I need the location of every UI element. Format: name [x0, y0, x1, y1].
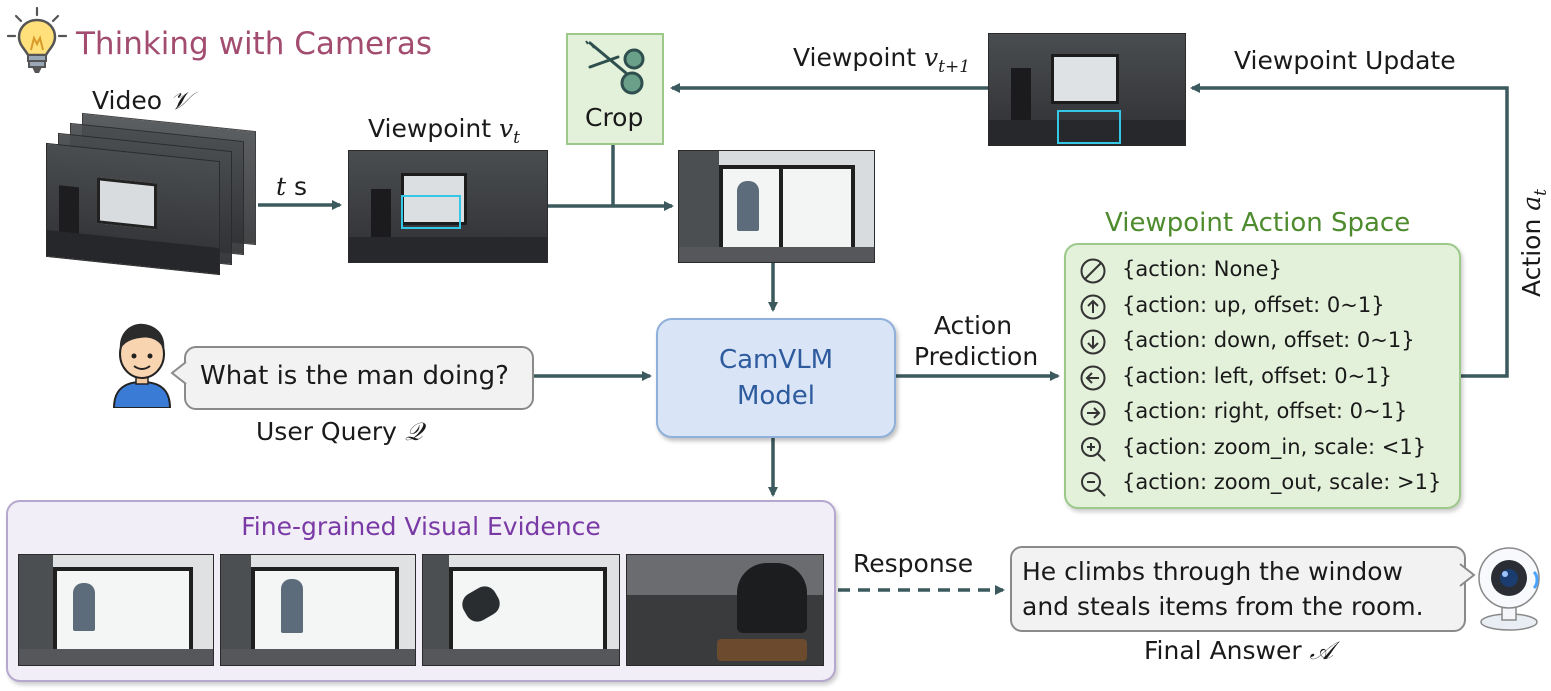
- arrow-down-icon: [1078, 327, 1108, 357]
- diagram-title: Thinking with Cameras: [76, 26, 433, 62]
- user-query-label: User Query 𝒬: [256, 417, 423, 446]
- camvlm-model-box: CamVLM Model: [656, 318, 896, 438]
- viewpoint-t-label: Viewpoint vt: [368, 114, 521, 148]
- action-item-text: {action: right, offset: 0~1}: [1122, 399, 1408, 423]
- final-answer-label: Final Answer 𝒜: [1144, 636, 1334, 665]
- answer-bubble-tail: [1459, 563, 1476, 587]
- response-label: Response: [853, 549, 974, 578]
- viewpoint-t-frame: [348, 150, 548, 263]
- crop-box: Crop: [566, 33, 664, 145]
- user-avatar-icon: [110, 318, 174, 409]
- action-space-box: {action: None} {action: up, offset: 0~1} {…: [1064, 243, 1461, 509]
- evidence-frame-2: [220, 554, 416, 666]
- arrow-up-icon: [1078, 292, 1108, 322]
- security-camera-icon: [1474, 542, 1544, 632]
- none-icon: [1078, 256, 1108, 286]
- answer-bubble: He climbs through the window and steals …: [1010, 546, 1466, 632]
- action-prediction-label: Action Prediction: [914, 311, 1039, 371]
- evidence-frame-4: [626, 554, 824, 666]
- action-item-text: {action: zoom_out, scale: >1}: [1122, 470, 1442, 494]
- action-item-text: {action: left, offset: 0~1}: [1122, 363, 1392, 388]
- arrow-right-icon: [1078, 398, 1108, 428]
- arrow-action-loop: [1190, 83, 1509, 378]
- arrow-left-icon: [1078, 363, 1108, 393]
- action-item-text: {action: up, offset: 0~1}: [1122, 292, 1385, 317]
- viewpoint-t1-frame: [988, 33, 1186, 146]
- query-text: What is the man doing?: [200, 361, 509, 391]
- viewpoint-t1-label: Viewpoint vt+1: [793, 43, 971, 77]
- viewpoint-update-label: Viewpoint Update: [1234, 46, 1456, 75]
- zoom-in-icon: [1078, 434, 1108, 464]
- evidence-title: Fine-grained Visual Evidence: [241, 512, 601, 541]
- evidence-box: Fine-grained Visual Evidence: [6, 500, 836, 682]
- lightbulb-icon: [6, 6, 68, 78]
- evidence-frame-3: [422, 554, 620, 666]
- zoom-out-icon: [1078, 469, 1108, 499]
- t-seconds-label: t s: [276, 172, 308, 201]
- query-bubble: What is the man doing?: [184, 346, 534, 410]
- updated-highlight-box: [1057, 110, 1121, 144]
- viewpoint-highlight-box: [401, 195, 461, 229]
- action-item-text: {action: None}: [1122, 257, 1282, 281]
- query-bubble-tail: [170, 361, 187, 385]
- video-label: Video 𝒱: [92, 86, 191, 115]
- model-label: CamVLM Model: [718, 345, 834, 411]
- scissors-icon: [580, 37, 650, 99]
- cropped-view-frame: [678, 150, 875, 263]
- action-at-label: Action at: [1517, 189, 1551, 297]
- answer-text: He climbs through the window and steals …: [1022, 557, 1424, 621]
- video-frame-front: [46, 142, 220, 276]
- crop-label: Crop: [585, 103, 644, 132]
- evidence-frame-1: [18, 554, 214, 666]
- action-item-text: {action: zoom_in, scale: <1}: [1122, 434, 1427, 459]
- action-item-text: {action: down, offset: 0~1}: [1122, 328, 1415, 352]
- action-space-title: Viewpoint Action Space: [1105, 208, 1411, 238]
